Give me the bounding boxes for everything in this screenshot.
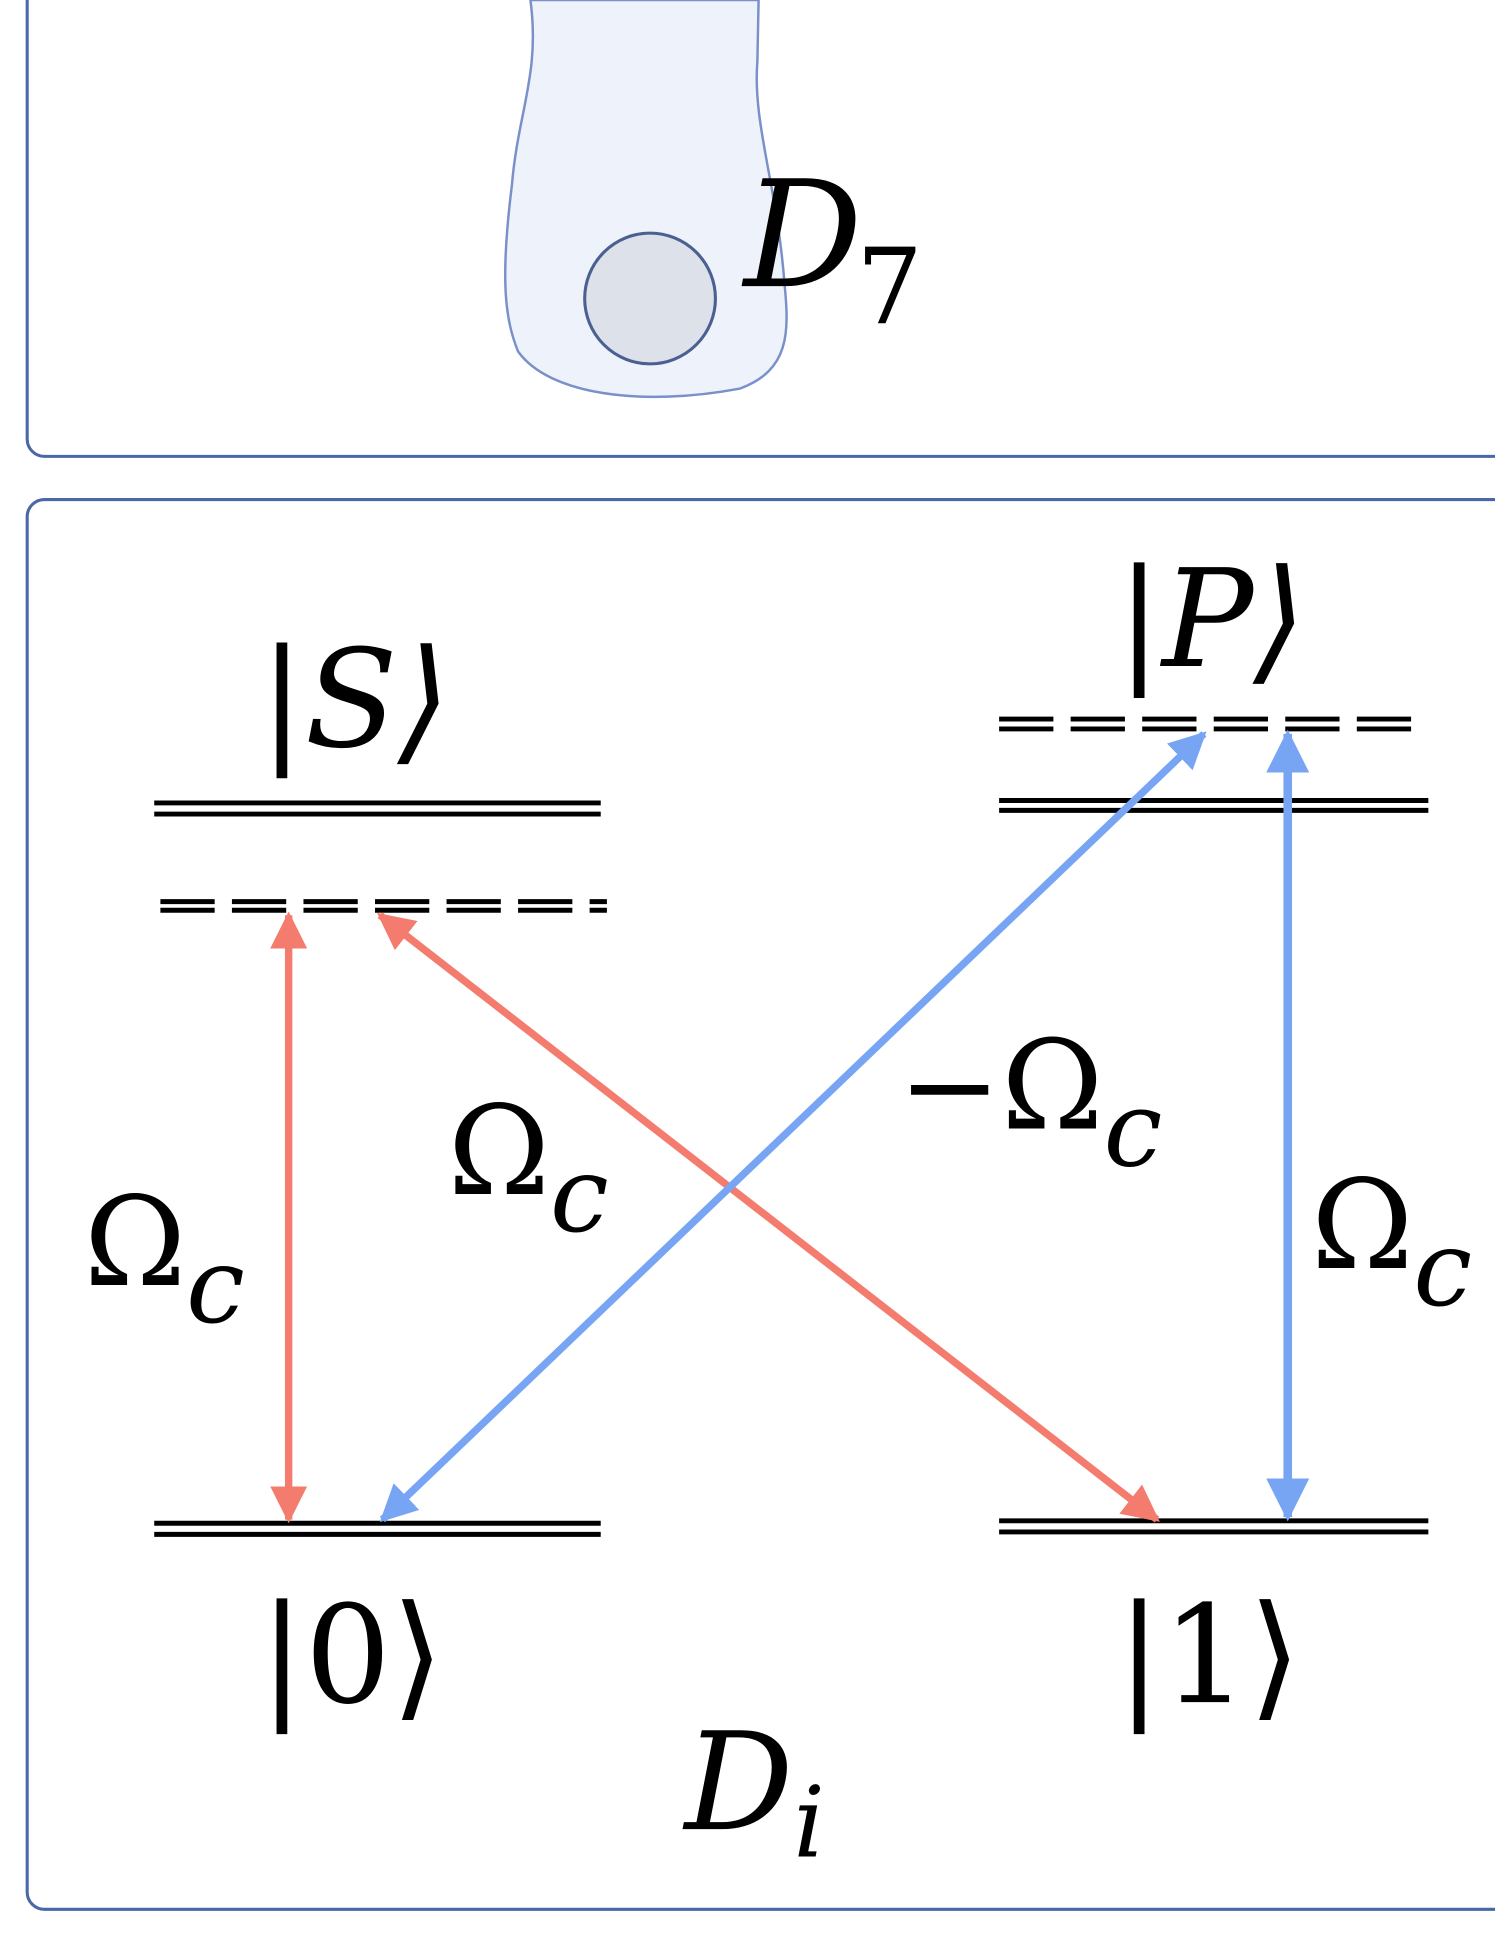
level-0	[154, 1520, 601, 1537]
coupling-label-left: Ωc	[84, 1172, 245, 1347]
top-panel: D7	[25, 0, 1495, 458]
atom-circle	[583, 231, 717, 366]
bottom-panel-label: Di	[682, 1703, 825, 1880]
blue-arrow-diagonal	[379, 731, 1207, 1523]
bottom-panel: |S⟩ |P⟩ |0⟩ |1⟩ Ωc Ωc −Ωc Ωc Di	[25, 497, 1495, 1911]
state-0-label: |0⟩	[259, 1576, 444, 1734]
coupling-label-cross-red: Ωc	[448, 1081, 609, 1256]
coupling-label-cross-blue: −Ωc	[898, 1016, 1162, 1191]
coupling-label-right: Ωc	[1311, 1155, 1472, 1330]
state-S-label: |S⟩	[259, 620, 451, 778]
state-P-label: |P⟩	[1116, 540, 1306, 698]
top-panel-label: D7	[741, 149, 923, 348]
virtual-level-P	[999, 716, 1429, 732]
state-1-label: |1⟩	[1116, 1576, 1301, 1734]
